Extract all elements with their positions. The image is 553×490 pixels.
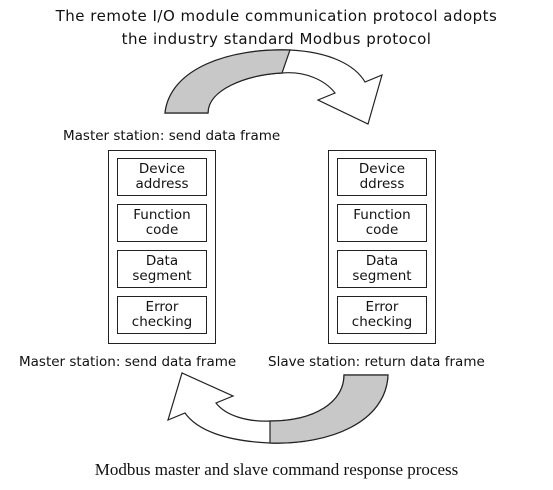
master-frame-box: Device address Function code Data segmen… — [108, 150, 216, 344]
field-text-line-1: Data — [145, 253, 179, 269]
slave-frame-box: Device ddress Function code Data segment… — [328, 150, 436, 344]
bottom-slave-label: Slave station: return data frame — [268, 354, 485, 370]
slave-device-address-field: Device ddress — [337, 158, 427, 196]
field-text-line-2: code — [145, 222, 179, 238]
master-function-code-field: Function code — [117, 204, 207, 242]
field-text-line-1: Device — [358, 161, 406, 177]
field-text-line-1: Error — [365, 299, 399, 315]
master-error-checking-field: Error checking — [117, 296, 207, 334]
field-text-line-2: checking — [351, 314, 413, 330]
field-text-line-1: Function — [133, 207, 191, 223]
bottom-master-label: Master station: send data frame — [19, 354, 237, 370]
slave-function-code-field: Function code — [337, 204, 427, 242]
bottom-arrow-shade — [269, 374, 389, 444]
field-text-line-2: checking — [131, 314, 193, 330]
field-text-line-1: Data — [365, 253, 399, 269]
field-text-line-2: address — [135, 176, 189, 192]
slave-data-segment-field: Data segment — [337, 250, 427, 288]
field-text-line-2: segment — [352, 268, 412, 284]
field-text-line-1: Device — [138, 161, 186, 177]
field-text-line-1: Function — [353, 207, 411, 223]
master-data-segment-field: Data segment — [117, 250, 207, 288]
field-text-line-2: segment — [132, 268, 192, 284]
header-line-1: The remote I/O module communication prot… — [55, 7, 498, 25]
field-text-line-2: ddress — [359, 176, 405, 192]
slave-error-checking-field: Error checking — [337, 296, 427, 334]
field-text-line-2: code — [365, 222, 399, 238]
top-master-label: Master station: send data frame — [63, 128, 281, 144]
header-line-2: the industry standard Modbus protocol — [121, 30, 432, 48]
top-arrow-shade — [164, 49, 291, 114]
master-device-address-field: Device address — [117, 158, 207, 196]
field-text-line-1: Error — [145, 299, 179, 315]
figure-caption: Modbus master and slave command response… — [94, 460, 459, 479]
